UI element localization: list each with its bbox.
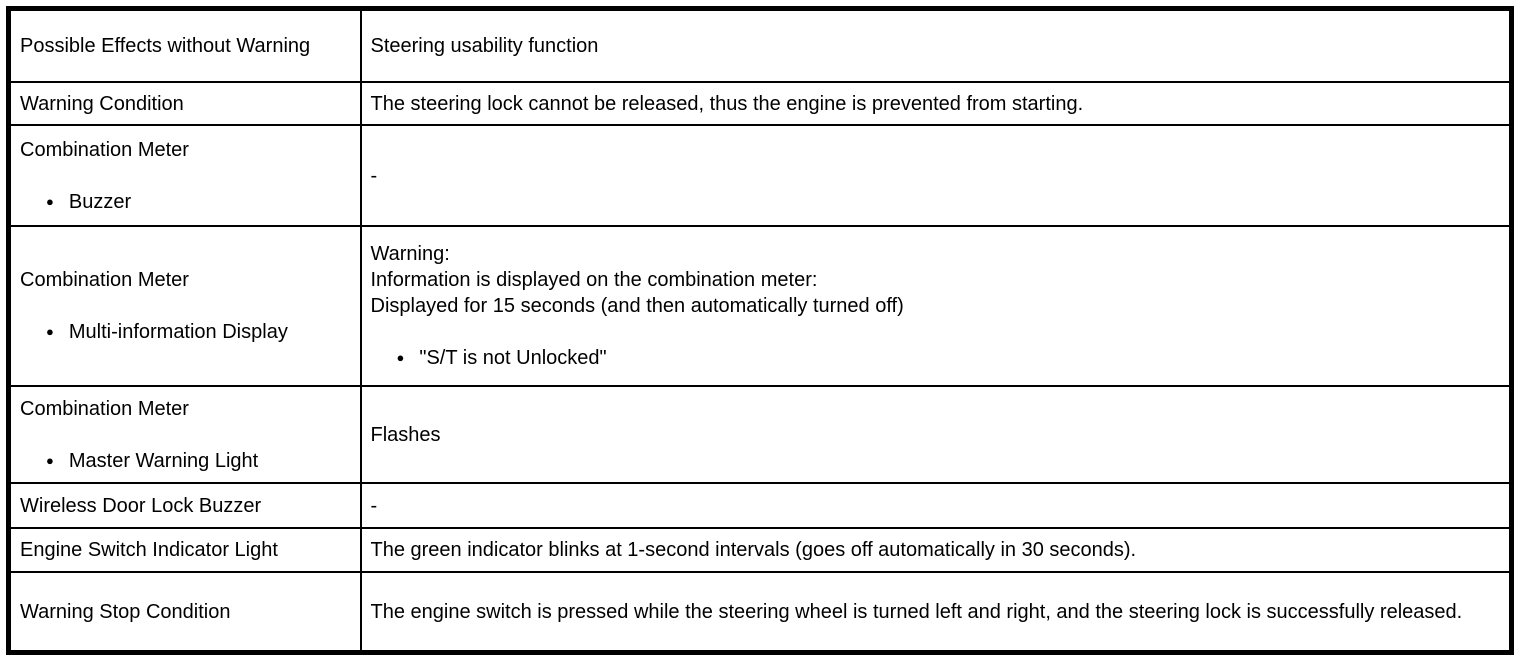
row-value-cell: -	[359, 482, 1513, 529]
bullet-list-item: ● Multi-information Display	[46, 319, 351, 345]
row-value-line: Displayed for 15 seconds (and then autom…	[370, 295, 904, 317]
row-label-cell: Wireless Door Lock Buzzer	[7, 482, 362, 529]
row-value: -	[370, 164, 378, 187]
spacer	[20, 293, 351, 319]
row-value: Flashes	[370, 423, 441, 446]
row-value-cell: Flashes	[359, 385, 1513, 484]
row-label: Wireless Door Lock Buzzer	[20, 494, 262, 517]
row-value: The green indicator blinks at 1-second i…	[370, 539, 1137, 561]
spacer	[371, 319, 1501, 345]
row-label: Engine Switch Indicator Light	[20, 539, 278, 561]
bullet-item-label: Buzzer	[68, 190, 132, 213]
bullet-item-label: Multi-information Display	[68, 321, 288, 343]
row-value-line: Information is displayed on the combinat…	[370, 269, 818, 291]
table-row: Engine Switch Indicator Light The green …	[7, 527, 1513, 573]
row-label-cell: Combination Meter ● Multi-information Di…	[7, 225, 362, 387]
row-value: Steering usability function	[370, 35, 599, 57]
bullet-list-item: ● Buzzer	[46, 189, 351, 215]
bullet-icon: ●	[396, 350, 405, 365]
table-row: Combination Meter ● Buzzer -	[7, 124, 1513, 227]
row-value-line: Warning:	[370, 243, 450, 265]
warning-spec-table: Possible Effects without Warning Steerin…	[6, 6, 1514, 655]
row-value: -	[370, 494, 378, 517]
cell-title: Combination Meter	[20, 138, 189, 161]
bullet-icon: ●	[46, 193, 54, 209]
row-label-cell: Combination Meter ● Buzzer	[7, 124, 362, 227]
table-row: Warning Stop Condition The engine switch…	[7, 571, 1513, 654]
row-label: Warning Condition	[20, 92, 184, 115]
row-label-cell: Warning Stop Condition	[7, 571, 362, 654]
table-row: Combination Meter ● Master Warning Light…	[7, 385, 1513, 484]
table-row: Combination Meter ● Multi-information Di…	[7, 225, 1513, 387]
bullet-list-item: ● "S/T is not Unlocked"	[397, 345, 1501, 371]
row-value-cell: Steering usability function	[359, 7, 1513, 83]
row-value: The steering lock cannot be released, th…	[370, 92, 1084, 115]
bullet-item-label: "S/T is not Unlocked"	[419, 347, 607, 369]
bullet-icon: ●	[46, 452, 54, 468]
bullet-item-label: Master Warning Light	[68, 449, 259, 472]
row-value-cell: The engine switch is pressed while the s…	[359, 571, 1513, 654]
row-value-cell: The steering lock cannot be released, th…	[359, 81, 1513, 126]
bullet-list-item: ● Master Warning Light	[46, 448, 351, 474]
row-label-cell: Combination Meter ● Master Warning Light	[7, 385, 362, 484]
cell-title: Combination Meter	[20, 397, 189, 420]
row-label-cell: Possible Effects without Warning	[7, 7, 362, 83]
bullet-icon: ●	[46, 324, 54, 339]
row-label: Possible Effects without Warning	[20, 35, 311, 57]
row-value-cell: Warning: Information is displayed on the…	[359, 225, 1513, 387]
row-label-cell: Engine Switch Indicator Light	[7, 527, 362, 573]
row-value-cell: The green indicator blinks at 1-second i…	[359, 527, 1513, 573]
row-label: Warning Stop Condition	[20, 600, 231, 623]
cell-title: Combination Meter	[20, 269, 189, 291]
table-row: Wireless Door Lock Buzzer -	[7, 482, 1513, 529]
row-value: The engine switch is pressed while the s…	[370, 600, 1463, 623]
spacer	[20, 422, 351, 448]
document-page: Possible Effects without Warning Steerin…	[6, 6, 1514, 655]
spacer	[20, 163, 351, 189]
row-value-cell: -	[359, 124, 1513, 227]
table-row: Possible Effects without Warning Steerin…	[7, 7, 1513, 83]
row-label-cell: Warning Condition	[7, 81, 362, 126]
table-row: Warning Condition The steering lock cann…	[7, 81, 1513, 126]
